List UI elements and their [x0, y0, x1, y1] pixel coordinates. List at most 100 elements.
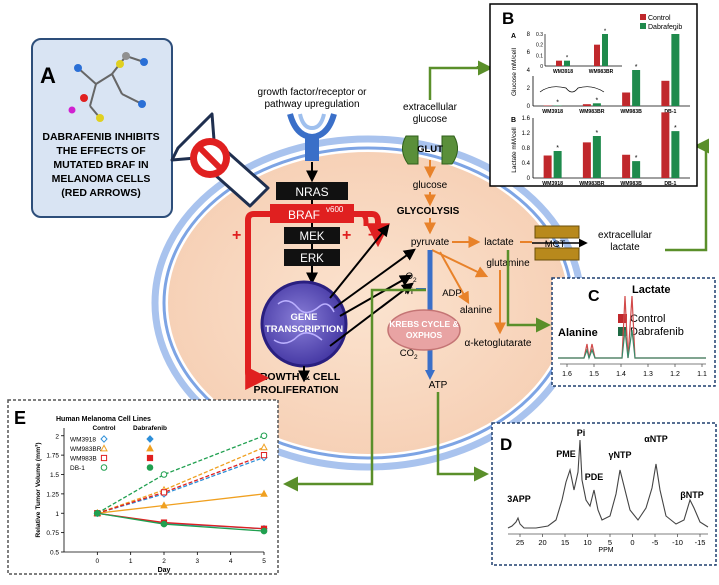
significance-star: *: [596, 130, 599, 137]
extracellular-glucose-label-1: extracellular: [403, 102, 458, 113]
peak-pme: PME: [556, 449, 576, 459]
inset-bar-control: [594, 45, 600, 66]
upregulation-label-2: pathway upregulation: [264, 99, 359, 110]
panel-a-line-3: MUTATED BRAF IN: [53, 159, 148, 171]
data-point-circle: [161, 521, 167, 527]
p31-tick-label: 25: [516, 538, 524, 547]
panel-b-sub-a: A: [511, 33, 516, 40]
p31-tick-label: 20: [538, 538, 546, 547]
tumor-legend-line-label: WM983BR: [70, 446, 102, 453]
legend-swatch-dabrafenib: [640, 23, 646, 29]
significance-star: *: [556, 100, 559, 107]
lactate-label: lactate: [484, 237, 514, 248]
adp-label: ADP: [442, 288, 462, 299]
pi-label: Pi: [405, 286, 413, 297]
tumor-x-tick-label: 1: [129, 558, 133, 565]
tumor-y-tick-label: 1.75: [46, 453, 59, 460]
erk-label: ERK: [300, 253, 324, 265]
krebs-label-2: OXPHOS: [406, 330, 443, 340]
panel-a-line-5: (RED ARROWS): [61, 187, 141, 199]
data-point-circle: [261, 528, 267, 534]
data-point-circle: [261, 433, 267, 439]
data-point-circle: [95, 510, 101, 516]
tumor-legend-line-label: WM3918: [70, 437, 96, 444]
p31-xlabel: PPM: [598, 547, 613, 554]
glycolysis-label: GLYCOLYSIS: [397, 206, 460, 217]
gene-label-2: TRANSCRIPTION: [265, 324, 343, 335]
peak-3app: 3APP: [507, 494, 531, 504]
bar-control: [622, 155, 630, 178]
data-point-square: [147, 455, 152, 460]
peak-alpha-ntp: αNTP: [644, 434, 668, 444]
legend-control-label: Control: [648, 15, 671, 22]
mct-label: MCT: [545, 239, 566, 250]
lactate-axis-label: Lactate mM/cell: [511, 127, 518, 173]
bar-control: [583, 104, 591, 106]
tumor-x-label: Day: [158, 567, 171, 574]
significance-star: *: [635, 155, 638, 162]
nmr-tick-label: 1.4: [616, 371, 626, 378]
growth-label-2: PROLIFERATION: [254, 384, 339, 396]
nmr-tick-label: 1.6: [562, 371, 572, 378]
tumor-y-tick-label: 2: [55, 433, 59, 440]
significance-star: *: [596, 97, 599, 104]
bar-control: [622, 93, 630, 107]
braf-superscript: v600: [326, 205, 344, 214]
nmr-tick-label: 1.2: [670, 371, 680, 378]
category-label: WM983BR: [579, 109, 605, 115]
bar-dabrafenib: [632, 161, 640, 178]
peak-pde: PDE: [585, 472, 604, 482]
tumor-y-tick-label: 1.25: [46, 491, 59, 498]
alanine-peak-label: Alanine: [558, 327, 598, 339]
category-label: WM3918: [542, 181, 563, 187]
inset-tick-label: 0.1: [536, 53, 543, 59]
p31-tick-label: -5: [652, 538, 659, 547]
bar-control: [544, 156, 552, 179]
extracellular-lactate-label-2: lactate: [610, 242, 640, 253]
panel-b-sub-b: B: [511, 117, 516, 124]
category-label: WM983B: [620, 181, 642, 187]
panel-c: C Lactate Alanine Control Dabrafenib 1.6…: [552, 278, 715, 386]
inset-category-label: WM3918: [553, 69, 573, 75]
tumor-x-tick-label: 5: [262, 558, 266, 565]
significance-star: *: [635, 64, 638, 71]
co2-subscript: 2: [414, 354, 418, 361]
nras-label: NRAS: [295, 185, 328, 199]
upregulation-label-1: growth factor/receptor or: [258, 87, 368, 98]
p31-tick-label: -15: [695, 538, 706, 547]
data-point-circle: [147, 465, 153, 471]
bar-dabrafenib: [632, 70, 640, 106]
tumor-legend-dabrafenib-header: Dabrafenib: [133, 425, 167, 432]
o2-subscript: 2: [413, 277, 417, 284]
glucose-axis-label: Glucose mM/cell: [511, 47, 518, 96]
nmr-tick-label: 1.1: [697, 371, 707, 378]
tumor-x-tick-label: 0: [96, 558, 100, 565]
bar-control: [583, 142, 591, 178]
braf-label: BRAF: [288, 208, 320, 222]
tumor-legend-line-label: DB-1: [70, 465, 85, 472]
y-tick-label: 0.4: [522, 161, 531, 167]
bar-dabrafenib: [593, 136, 601, 178]
panel-a-line-1: DABRAFENIB INHIBITS: [42, 131, 159, 143]
tumor-y-tick-label: 1: [55, 511, 59, 518]
panel-a: A DABRAFENIB INHIBITS THE EFFECTS OF MUT…: [32, 39, 172, 217]
significance-star: *: [674, 125, 677, 132]
bar-dabrafenib: [554, 151, 562, 178]
growth-label-1: GROWTH & CELL: [252, 371, 341, 383]
tumor-y-tick-label: 1.5: [50, 472, 59, 479]
co2-label: CO: [400, 348, 414, 359]
extracellular-glucose-label-2: glucose: [413, 114, 448, 125]
tumor-x-tick-label: 4: [229, 558, 233, 565]
inset-category-label: WM983BR: [589, 69, 614, 75]
category-label: WM983B: [620, 109, 642, 115]
p31-tick-label: 10: [583, 538, 591, 547]
bar-dabrafenib: [671, 131, 679, 178]
nmr-tick-label: 1.5: [589, 371, 599, 378]
p31-tick-label: 15: [561, 538, 569, 547]
plus-sign-right: +: [342, 227, 351, 244]
panel-a-letter: A: [40, 63, 56, 88]
panel-b-letter: B: [502, 9, 514, 28]
p31-tick-label: 0: [630, 538, 634, 547]
tumor-legend-line-label: WM983B: [70, 456, 97, 463]
